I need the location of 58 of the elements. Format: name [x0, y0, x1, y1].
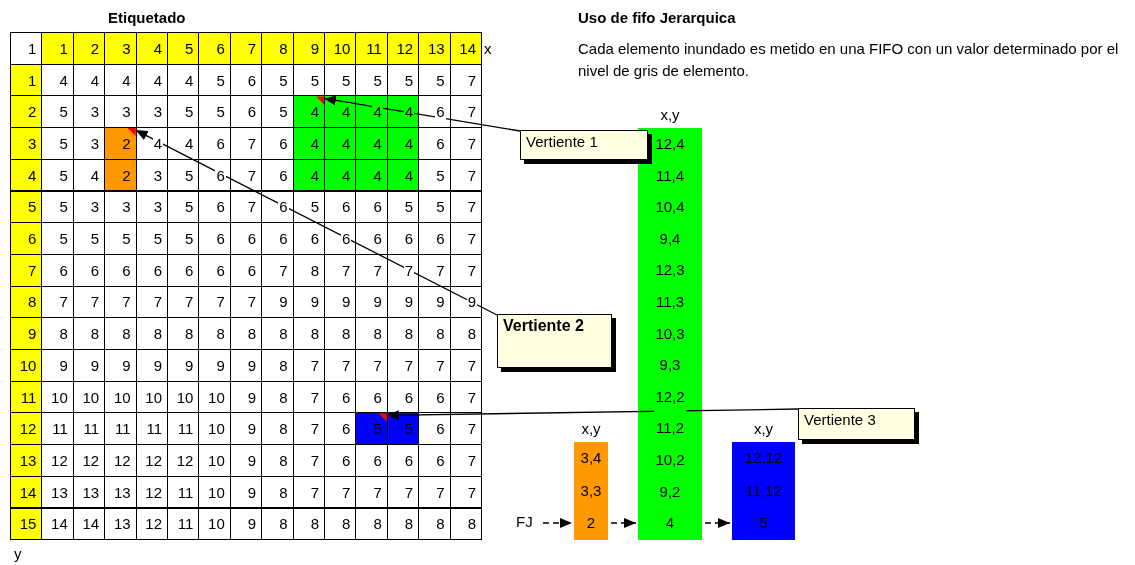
header-cell: 2: [10, 95, 43, 129]
header-cell: 7: [10, 253, 43, 287]
leader-arrow: [323, 95, 521, 132]
value-cell: 4: [355, 158, 388, 192]
header-cell: 9: [10, 317, 43, 350]
label-text: FJ: [516, 513, 533, 530]
value-cell: 8: [355, 507, 388, 541]
value-cell: 4: [324, 158, 357, 192]
leader-arrow: [386, 408, 799, 421]
header-cell: 4: [10, 158, 43, 192]
header-cell: 11: [355, 32, 388, 65]
header-cell: 9: [292, 32, 325, 65]
fifo-column: [574, 442, 608, 540]
header-cell: 10: [324, 32, 357, 65]
header-cell: 6: [198, 32, 231, 65]
value-cell: 4: [355, 95, 388, 129]
header-cell: 15: [10, 507, 43, 541]
value-cell: 2: [104, 127, 137, 160]
value-cell: 8: [418, 507, 451, 541]
header-cell: 13: [418, 32, 451, 65]
fifo-column: [638, 128, 702, 540]
dashed-arrow: [610, 518, 637, 528]
header-cell: 12: [10, 412, 43, 446]
value-cell: 4: [355, 127, 388, 160]
header-cell: 1: [10, 32, 43, 65]
value-cell: 4: [324, 127, 357, 160]
value-cell: 8: [324, 507, 357, 541]
column-header: x,y: [580, 420, 602, 437]
header-cell: 13: [10, 444, 43, 477]
leader-arrow: [134, 129, 498, 316]
column-header: x,y: [752, 420, 775, 437]
axis-label: x: [484, 40, 492, 57]
value-cell: 5: [355, 412, 388, 446]
header-cell: 4: [135, 32, 168, 65]
header-cell: 14: [10, 475, 43, 509]
column-header: x,y: [659, 106, 681, 123]
header-cell: 14: [449, 32, 482, 65]
header-cell: 8: [261, 32, 294, 65]
header-cell: 1: [41, 32, 74, 65]
value-cell: 4: [292, 127, 325, 160]
value-cell: 14: [41, 507, 74, 541]
fifo-column: [732, 442, 795, 540]
table-title: Etiquetado: [108, 9, 186, 26]
header-cell: 3: [10, 127, 43, 160]
axis-label: y: [14, 545, 22, 562]
value-cell: 13: [104, 507, 137, 541]
value-cell: 2: [104, 158, 137, 192]
value-cell: 10: [198, 507, 231, 541]
dashed-arrow: [704, 518, 731, 528]
section-title: Uso de fifo Jerarquica: [578, 9, 736, 26]
value-cell: 8: [261, 507, 294, 541]
description-text: Cada elemento inundado es metido en una FIFO con un valor determinado por el nivel de gris de elemento.: [578, 39, 1120, 81]
header-cell: 6: [10, 222, 43, 255]
header-cell: 10: [10, 349, 43, 382]
dashed-arrow: [542, 518, 573, 528]
header-cell: 5: [167, 32, 200, 65]
header-cell: 3: [104, 32, 137, 65]
value-cell: 11: [167, 507, 200, 541]
